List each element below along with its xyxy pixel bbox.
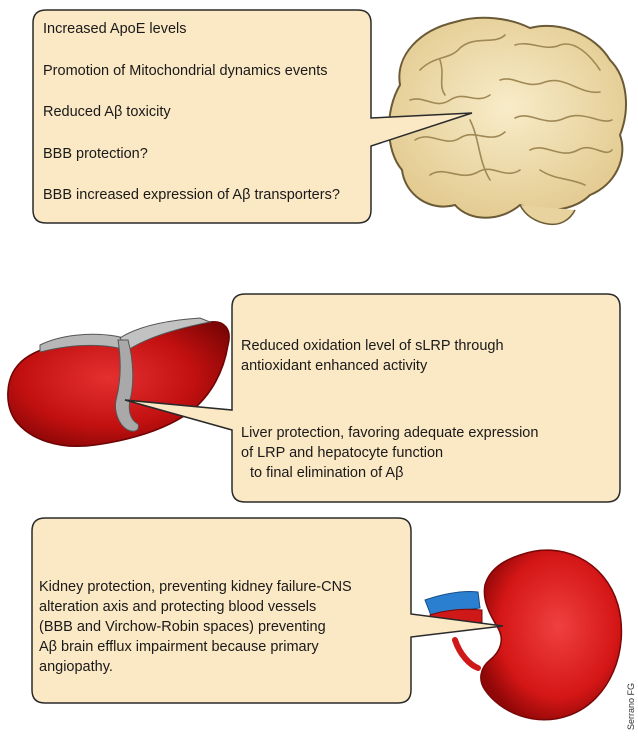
brain-item-apoe: Increased ApoE levels bbox=[43, 21, 187, 37]
liver-item-oxidation-line2: antioxidant enhanced activity bbox=[241, 358, 428, 374]
brain-item-abeta-toxicity: Reduced Aβ toxicity bbox=[43, 104, 171, 120]
kidney-text-line4: Aβ brain efflux impairment because prima… bbox=[39, 639, 319, 655]
kidney-callout-box bbox=[31, 517, 504, 704]
liver-item-protection-line2: of LRP and hepatocyte function bbox=[241, 445, 444, 461]
liver-item-protection-line3: to final elimination of Aβ bbox=[250, 465, 404, 481]
liver-illustration bbox=[7, 317, 230, 447]
kidney-text-line3: (BBB and Virchow-Robin spaces) preventin… bbox=[39, 619, 326, 635]
kidney-text-line5: angiopathy. bbox=[39, 659, 113, 675]
brain-illustration bbox=[388, 16, 627, 226]
brain-item-bbb-transporters: BBB increased expression of Aβ transport… bbox=[43, 187, 340, 203]
author-credit: Serrano FG bbox=[626, 683, 636, 731]
liver-callout-box bbox=[124, 293, 621, 503]
kidney-text-line2: alteration axis and protecting blood ves… bbox=[39, 599, 317, 615]
kidney-illustration bbox=[424, 549, 623, 721]
liver-item-oxidation-line1: Reduced oxidation level of sLRP through bbox=[241, 338, 504, 354]
brain-item-mitochondrial: Promotion of Mitochondrial dynamics even… bbox=[43, 63, 328, 79]
liver-item-protection-line1: Liver protection, favoring adequate expr… bbox=[241, 425, 539, 441]
brain-callout-box bbox=[32, 9, 473, 224]
brain-item-bbb-protection: BBB protection? bbox=[43, 146, 148, 162]
kidney-text-line1: Kidney protection, preventing kidney fai… bbox=[39, 579, 352, 595]
